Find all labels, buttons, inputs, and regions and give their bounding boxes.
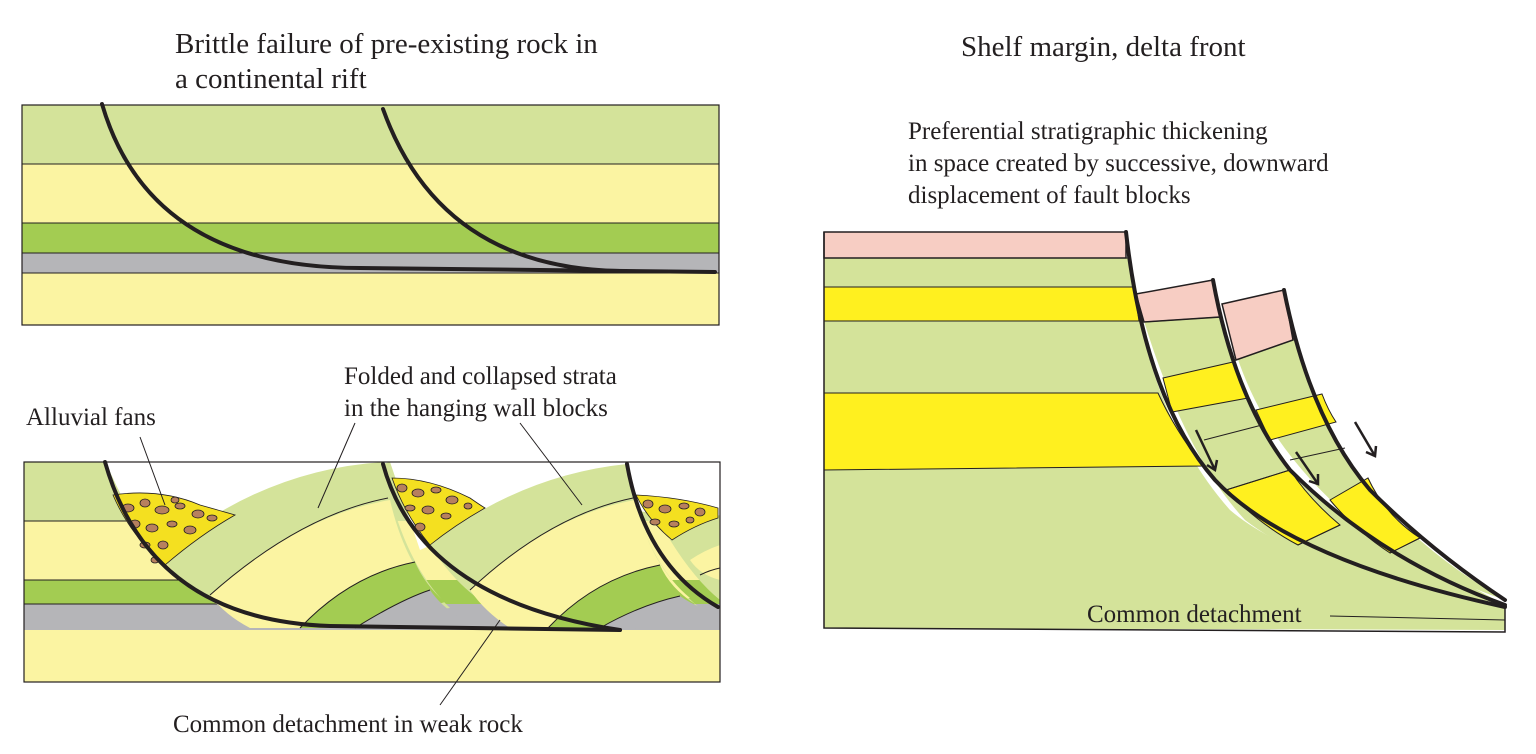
label-folded-strata-1: Folded and collapsed strata	[344, 363, 617, 390]
listric-fault-1	[100, 102, 717, 274]
right-note-line-3: displacement of fault blocks	[908, 182, 1191, 209]
shelf-fault-1	[1124, 230, 1507, 609]
shelf-fault-2	[1211, 278, 1507, 607]
left-title-line-1: Brittle failure of pre-existing rock in	[175, 28, 598, 60]
layer-pale-yellow-base	[22, 273, 719, 325]
leader-folded-2	[519, 422, 583, 506]
label-folded-strata-2: in the hanging wall blocks	[344, 395, 608, 422]
layer-gray-weak-rock	[22, 253, 719, 273]
leader-folded-1	[317, 422, 356, 509]
layer-pale-yellow	[22, 164, 719, 223]
alluvial-fan-3	[635, 494, 719, 541]
displacement-arrow-1	[1194, 429, 1219, 473]
layer-dark-green	[22, 223, 719, 253]
listric-fault-2	[381, 107, 622, 273]
section-frame	[21, 104, 720, 326]
yellow-block-2-upper	[1255, 393, 1337, 441]
section-frame-faulted	[23, 461, 721, 683]
pink-cap-footwall	[823, 231, 1127, 259]
shelf-margin-section	[823, 230, 1507, 633]
displacement-arrow-3	[1353, 421, 1378, 458]
fault-2-faulted	[381, 462, 622, 632]
bright-yellow-layer-2	[823, 392, 1205, 471]
right-note-line-1: Preferential stratigraphic thickening	[908, 118, 1268, 145]
leader-detachment-left	[439, 619, 501, 706]
label-common-detachment-weak-rock: Common detachment in weak rock	[173, 711, 523, 738]
right-title: Shelf margin, delta front	[961, 31, 1246, 63]
label-alluvial-fans: Alluvial fans	[26, 404, 156, 431]
left-title-line-2: a continental rift	[175, 63, 367, 95]
section-after-faulting	[23, 422, 721, 706]
fault-3-faulted	[625, 462, 720, 609]
label-common-detachment: Common detachment	[1087, 601, 1302, 628]
pink-cap-block-1	[1135, 279, 1221, 323]
shelf-fault-3	[1282, 288, 1507, 602]
bright-yellow-layer-1	[823, 286, 1140, 322]
alluvial-fan-2	[391, 477, 486, 546]
layer-light-green-top	[22, 105, 719, 164]
leader-alluvial	[139, 436, 166, 506]
right-note-line-2: in space created by successive, downward	[908, 150, 1329, 177]
leader-detachment-right	[1329, 615, 1506, 621]
displacement-arrow-2	[1294, 451, 1320, 486]
fault-1-faulted	[103, 460, 622, 632]
section-before-faulting	[21, 102, 720, 326]
